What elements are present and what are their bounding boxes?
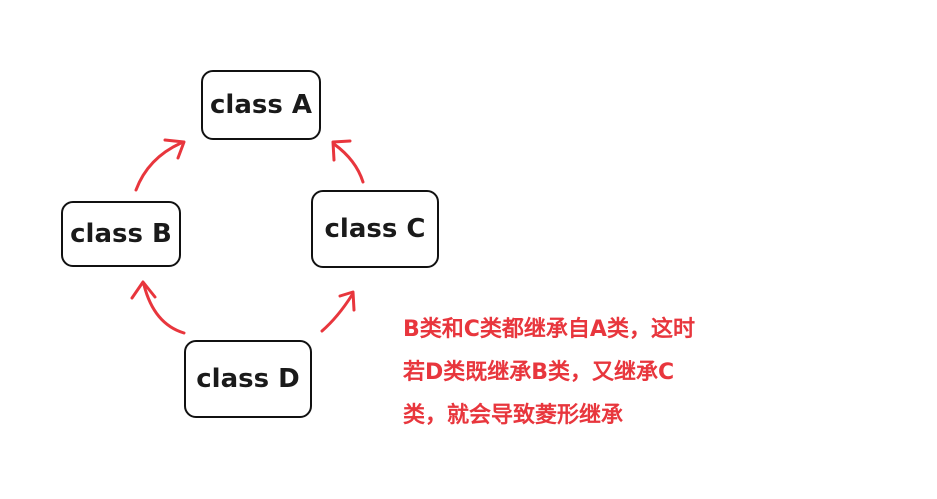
arrow-b-to-a [134,138,186,192]
class-b-label: class B [70,219,172,249]
arrow-d-to-c [320,290,356,333]
class-d-label: class D [196,364,300,394]
class-b-node: class B [61,201,181,267]
class-d-node: class D [184,340,312,418]
arrow-d-to-b [130,280,186,335]
class-c-label: class C [324,214,426,244]
note-line-2: 若D类既继承B类，又继承C [403,360,675,385]
arrow-c-to-a [331,139,365,184]
note-line-1: B类和C类都继承自A类，这时 [403,317,695,342]
class-a-label: class A [210,90,312,120]
class-a-node: class A [201,70,321,140]
diamond-inheritance-note: B类和C类都继承自A类，这时 若D类既继承B类，又继承C 类，就会导致菱形继承 [403,308,763,437]
note-line-3: 类，就会导致菱形继承 [403,403,624,428]
class-c-node: class C [311,190,439,268]
